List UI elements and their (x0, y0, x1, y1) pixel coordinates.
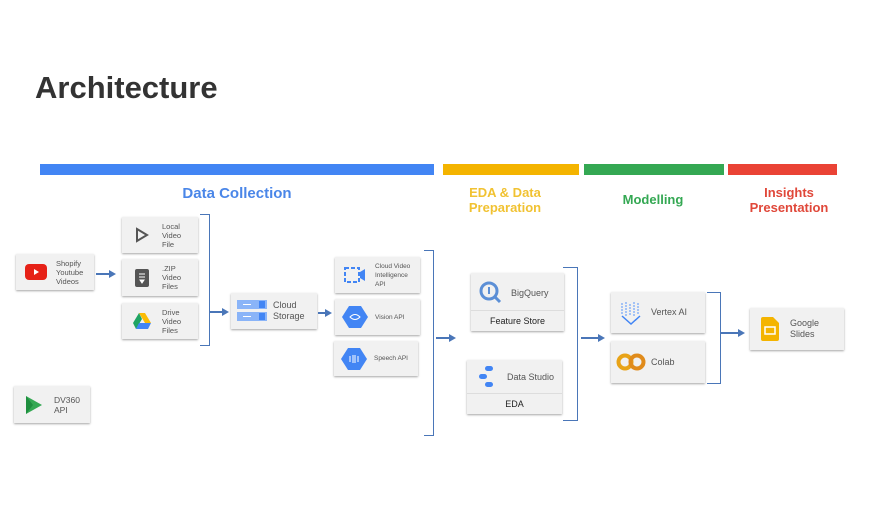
eda-label: EDA (467, 393, 562, 414)
bracket (563, 267, 578, 421)
node-vision-api: Vision API (335, 299, 420, 335)
stage-bar-collection (40, 164, 434, 175)
bracket (424, 250, 434, 436)
colab-icon (611, 353, 651, 371)
cloud-storage-icon (231, 300, 273, 322)
stage-heading-eda: EDA & Data Preparation (468, 185, 542, 215)
feature-store-label: Feature Store (471, 310, 564, 331)
arrow (96, 270, 116, 277)
stage-heading-collection: Data Collection (182, 185, 292, 202)
stage-heading-insights: Insights Presentation (749, 185, 829, 215)
data-studio-icon (467, 360, 507, 394)
bracket (200, 214, 210, 346)
node-data-studio: Data Studio EDA (467, 360, 562, 414)
stage-bar-insights (728, 164, 837, 175)
node-cloud-storage: Cloud Storage (231, 293, 317, 329)
youtube-icon (16, 264, 56, 280)
node-drive-files: Drive Video Files (122, 303, 198, 339)
vision-api-icon (335, 306, 375, 328)
stage-bar-eda (443, 164, 579, 175)
arrow (436, 334, 456, 341)
node-colab: Colab (611, 341, 705, 383)
node-dv360-api: DV360 API (14, 386, 90, 423)
node-local-video: Local Video File (122, 217, 198, 253)
node-zip-files: .ZIP Video Files (122, 259, 198, 296)
arrow (581, 334, 605, 341)
node-google-slides: Google Slides (750, 308, 844, 350)
node-speech-api: Speech API (334, 341, 418, 376)
video-intelligence-icon (335, 267, 375, 283)
google-slides-icon (750, 317, 790, 341)
google-drive-icon (122, 313, 162, 329)
node-vertex-ai: Vertex AI (611, 292, 705, 333)
arrow (210, 308, 229, 315)
vertex-ai-icon (611, 300, 651, 326)
page-title: Architecture (35, 70, 218, 105)
node-bigquery: BigQuery Feature Store (471, 273, 564, 331)
stage-bar-modelling (584, 164, 724, 175)
speech-api-icon (334, 347, 374, 370)
node-video-intelligence-api: Cloud Video Intelligence API (335, 257, 420, 293)
arrow (721, 329, 745, 336)
play-icon (122, 227, 162, 243)
stage-heading-modelling: Modelling (622, 192, 684, 207)
arrow (318, 309, 332, 316)
zip-file-icon (122, 268, 162, 287)
bracket (707, 292, 721, 384)
dv360-icon (14, 394, 54, 416)
bigquery-icon (471, 273, 511, 313)
node-shopify-youtube: Shopify Youtube Videos (16, 254, 94, 290)
